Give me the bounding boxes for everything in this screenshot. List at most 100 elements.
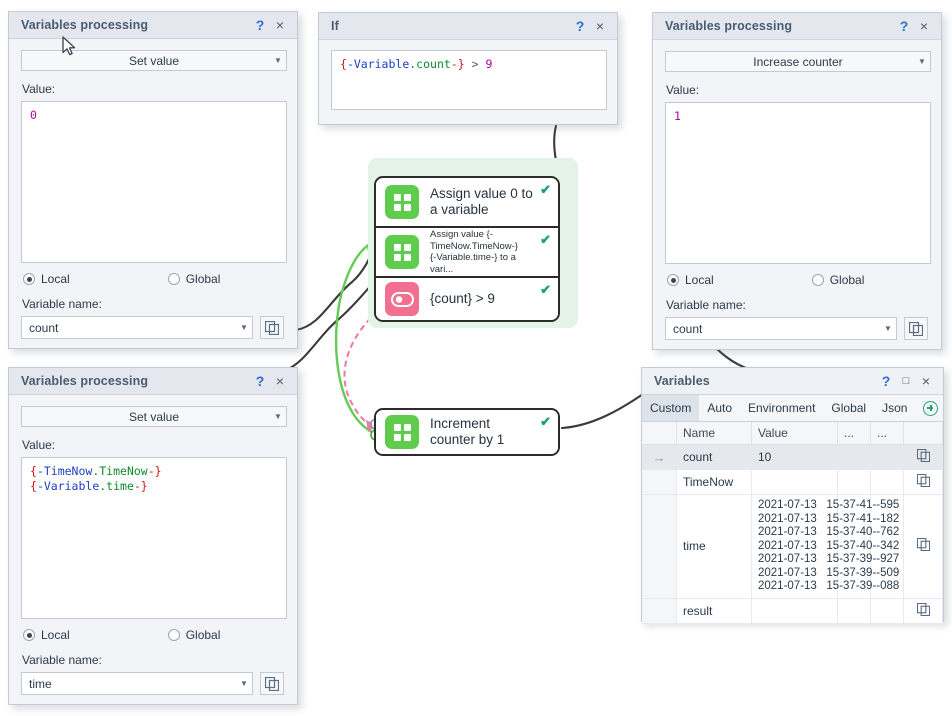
value-textarea[interactable]: 1 <box>665 102 931 264</box>
titlebar[interactable]: Variables processing ? × <box>653 13 941 40</box>
dialog-if[interactable]: If ? × {-Variable.count-} > 9 <box>318 12 618 125</box>
help-icon[interactable]: ? <box>250 371 270 391</box>
flow-node-assign-zero[interactable]: Assign value 0 to a variable ✔ <box>376 178 558 226</box>
titlebar[interactable]: Variables processing ? × <box>9 12 297 39</box>
th-extra-1[interactable]: ... <box>838 422 871 445</box>
copy-icon[interactable] <box>260 316 284 339</box>
variable-name-row: count ▼ <box>21 316 285 339</box>
row-marker <box>642 598 677 623</box>
chevron-down-icon: ▼ <box>236 324 252 332</box>
row-copy-button[interactable] <box>904 598 943 623</box>
close-icon[interactable]: × <box>270 15 290 35</box>
toggle-switch-icon <box>385 282 419 316</box>
value-textarea[interactable]: {-TimeNow.TimeNow-} {-Variable.time-} <box>21 457 287 619</box>
tab-environment[interactable]: Environment <box>740 395 823 421</box>
dialog-title: Variables processing <box>665 19 894 33</box>
chevron-down-icon: ▼ <box>270 413 286 421</box>
flow-node-assign-time[interactable]: Assign value {- TimeNow.TimeNow-} {-Vari… <box>376 226 558 276</box>
titlebar[interactable]: Variables ? □ × <box>642 368 943 395</box>
radio-global[interactable]: Global <box>168 272 221 286</box>
radio-local[interactable]: Local <box>23 272 70 286</box>
action-dropdown[interactable]: Set value ▼ <box>21 50 287 71</box>
grid-squares-icon <box>385 235 419 269</box>
help-icon[interactable]: ? <box>250 15 270 35</box>
dialog-variables-processing-set-count[interactable]: Variables processing ? × Set value ▼ Val… <box>8 11 298 349</box>
copy-icon[interactable] <box>904 317 928 340</box>
dialog-variables-processing-increase-counter[interactable]: Variables processing ? × Increase counte… <box>652 12 942 350</box>
variable-name-dropdown[interactable]: time ▼ <box>21 672 253 695</box>
value-line1-close-brace: -} <box>148 464 162 478</box>
maximize-icon[interactable]: □ <box>896 371 916 391</box>
value-textarea[interactable]: 0 <box>21 101 287 263</box>
close-icon[interactable]: × <box>590 16 610 36</box>
close-icon[interactable]: × <box>270 371 290 391</box>
add-variable-button[interactable] <box>915 395 946 421</box>
radio-dot-icon <box>23 273 35 285</box>
table-row[interactable]: time 2021-07-13 15-37-41--595 2021-07-13… <box>642 495 943 599</box>
tab-global[interactable]: Global <box>823 395 874 421</box>
radio-local[interactable]: Local <box>23 628 70 642</box>
variable-name-value: count <box>22 321 236 335</box>
radio-local[interactable]: Local <box>667 273 714 287</box>
flow-node-increment-counter[interactable]: Increment counter by 1 ✔ <box>374 408 560 456</box>
value-line2-property: .time <box>99 479 134 493</box>
close-icon[interactable]: × <box>914 16 934 36</box>
copy-icon[interactable] <box>260 672 284 695</box>
tab-auto[interactable]: Auto <box>699 395 740 421</box>
row-copy-button[interactable] <box>904 445 943 470</box>
th-extra-2[interactable]: ... <box>871 422 904 445</box>
titlebar[interactable]: Variables processing ? × <box>9 368 297 395</box>
variable-name-label: Variable name: <box>22 653 285 667</box>
tab-custom[interactable]: Custom <box>642 395 699 421</box>
expr-number: 9 <box>485 57 492 71</box>
table-row[interactable]: → count 10 <box>642 445 943 470</box>
variable-name-dropdown[interactable]: count ▼ <box>21 316 253 339</box>
tab-json[interactable]: Json <box>874 395 915 421</box>
variable-name-value: time <box>22 677 236 691</box>
table-row[interactable]: result <box>642 598 943 623</box>
variable-name-value: count <box>666 322 880 336</box>
dialog-title: If <box>331 19 570 33</box>
row-value <box>752 598 838 623</box>
variable-name-label: Variable name: <box>666 298 929 312</box>
value-line2-open-brace: { <box>30 479 37 493</box>
th-name[interactable]: Name <box>677 422 752 445</box>
help-icon[interactable]: ? <box>894 16 914 36</box>
radio-dot-icon <box>168 273 180 285</box>
if-expression-textarea[interactable]: {-Variable.count-} > 9 <box>331 50 607 110</box>
radio-global[interactable]: Global <box>812 273 865 287</box>
action-dropdown[interactable]: Set value ▼ <box>21 406 287 427</box>
dialog-variables-processing-set-time[interactable]: Variables processing ? × Set value ▼ Val… <box>8 367 298 705</box>
flow-node-condition[interactable]: {count} > 9 ✔ <box>376 276 558 320</box>
variables-table: Name Value ... ... → count 10 <box>642 422 943 624</box>
mouse-cursor-icon <box>62 36 78 58</box>
titlebar[interactable]: If ? × <box>319 13 617 40</box>
row-copy-button[interactable] <box>904 495 943 599</box>
check-icon: ✔ <box>540 233 551 246</box>
value-line2-close-brace: -} <box>134 479 148 493</box>
action-dropdown[interactable]: Increase counter ▼ <box>665 51 931 72</box>
dialog-body: Set value ▼ Value: {-TimeNow.TimeNow-} {… <box>9 395 297 707</box>
row-extra-1 <box>838 445 871 470</box>
dialog-body: Set value ▼ Value: 0 Local Global Variab… <box>9 39 297 351</box>
value-label: Value: <box>22 82 285 96</box>
th-value[interactable]: Value <box>752 422 838 445</box>
table-row[interactable]: TimeNow <box>642 470 943 495</box>
variables-window[interactable]: Variables ? □ × Custom Auto Environment … <box>641 367 944 622</box>
radio-global-label: Global <box>186 272 221 286</box>
chevron-down-icon: ▼ <box>270 57 286 65</box>
variable-name-dropdown[interactable]: count ▼ <box>665 317 897 340</box>
check-icon: ✔ <box>540 415 551 428</box>
radio-dot-icon <box>23 629 35 641</box>
radio-global[interactable]: Global <box>168 628 221 642</box>
tabbar-overflow-button[interactable]: ▼ <box>946 395 952 421</box>
th-copy <box>904 422 943 445</box>
row-copy-button[interactable] <box>904 470 943 495</box>
close-icon[interactable]: × <box>916 371 936 391</box>
plus-circle-icon <box>923 401 938 416</box>
flow-node-increment-inner[interactable]: Increment counter by 1 ✔ <box>376 410 558 454</box>
node-stack[interactable]: Assign value 0 to a variable ✔ Assign va… <box>374 176 560 322</box>
help-icon[interactable]: ? <box>876 371 896 391</box>
help-icon[interactable]: ? <box>570 16 590 36</box>
check-icon: ✔ <box>540 283 551 296</box>
